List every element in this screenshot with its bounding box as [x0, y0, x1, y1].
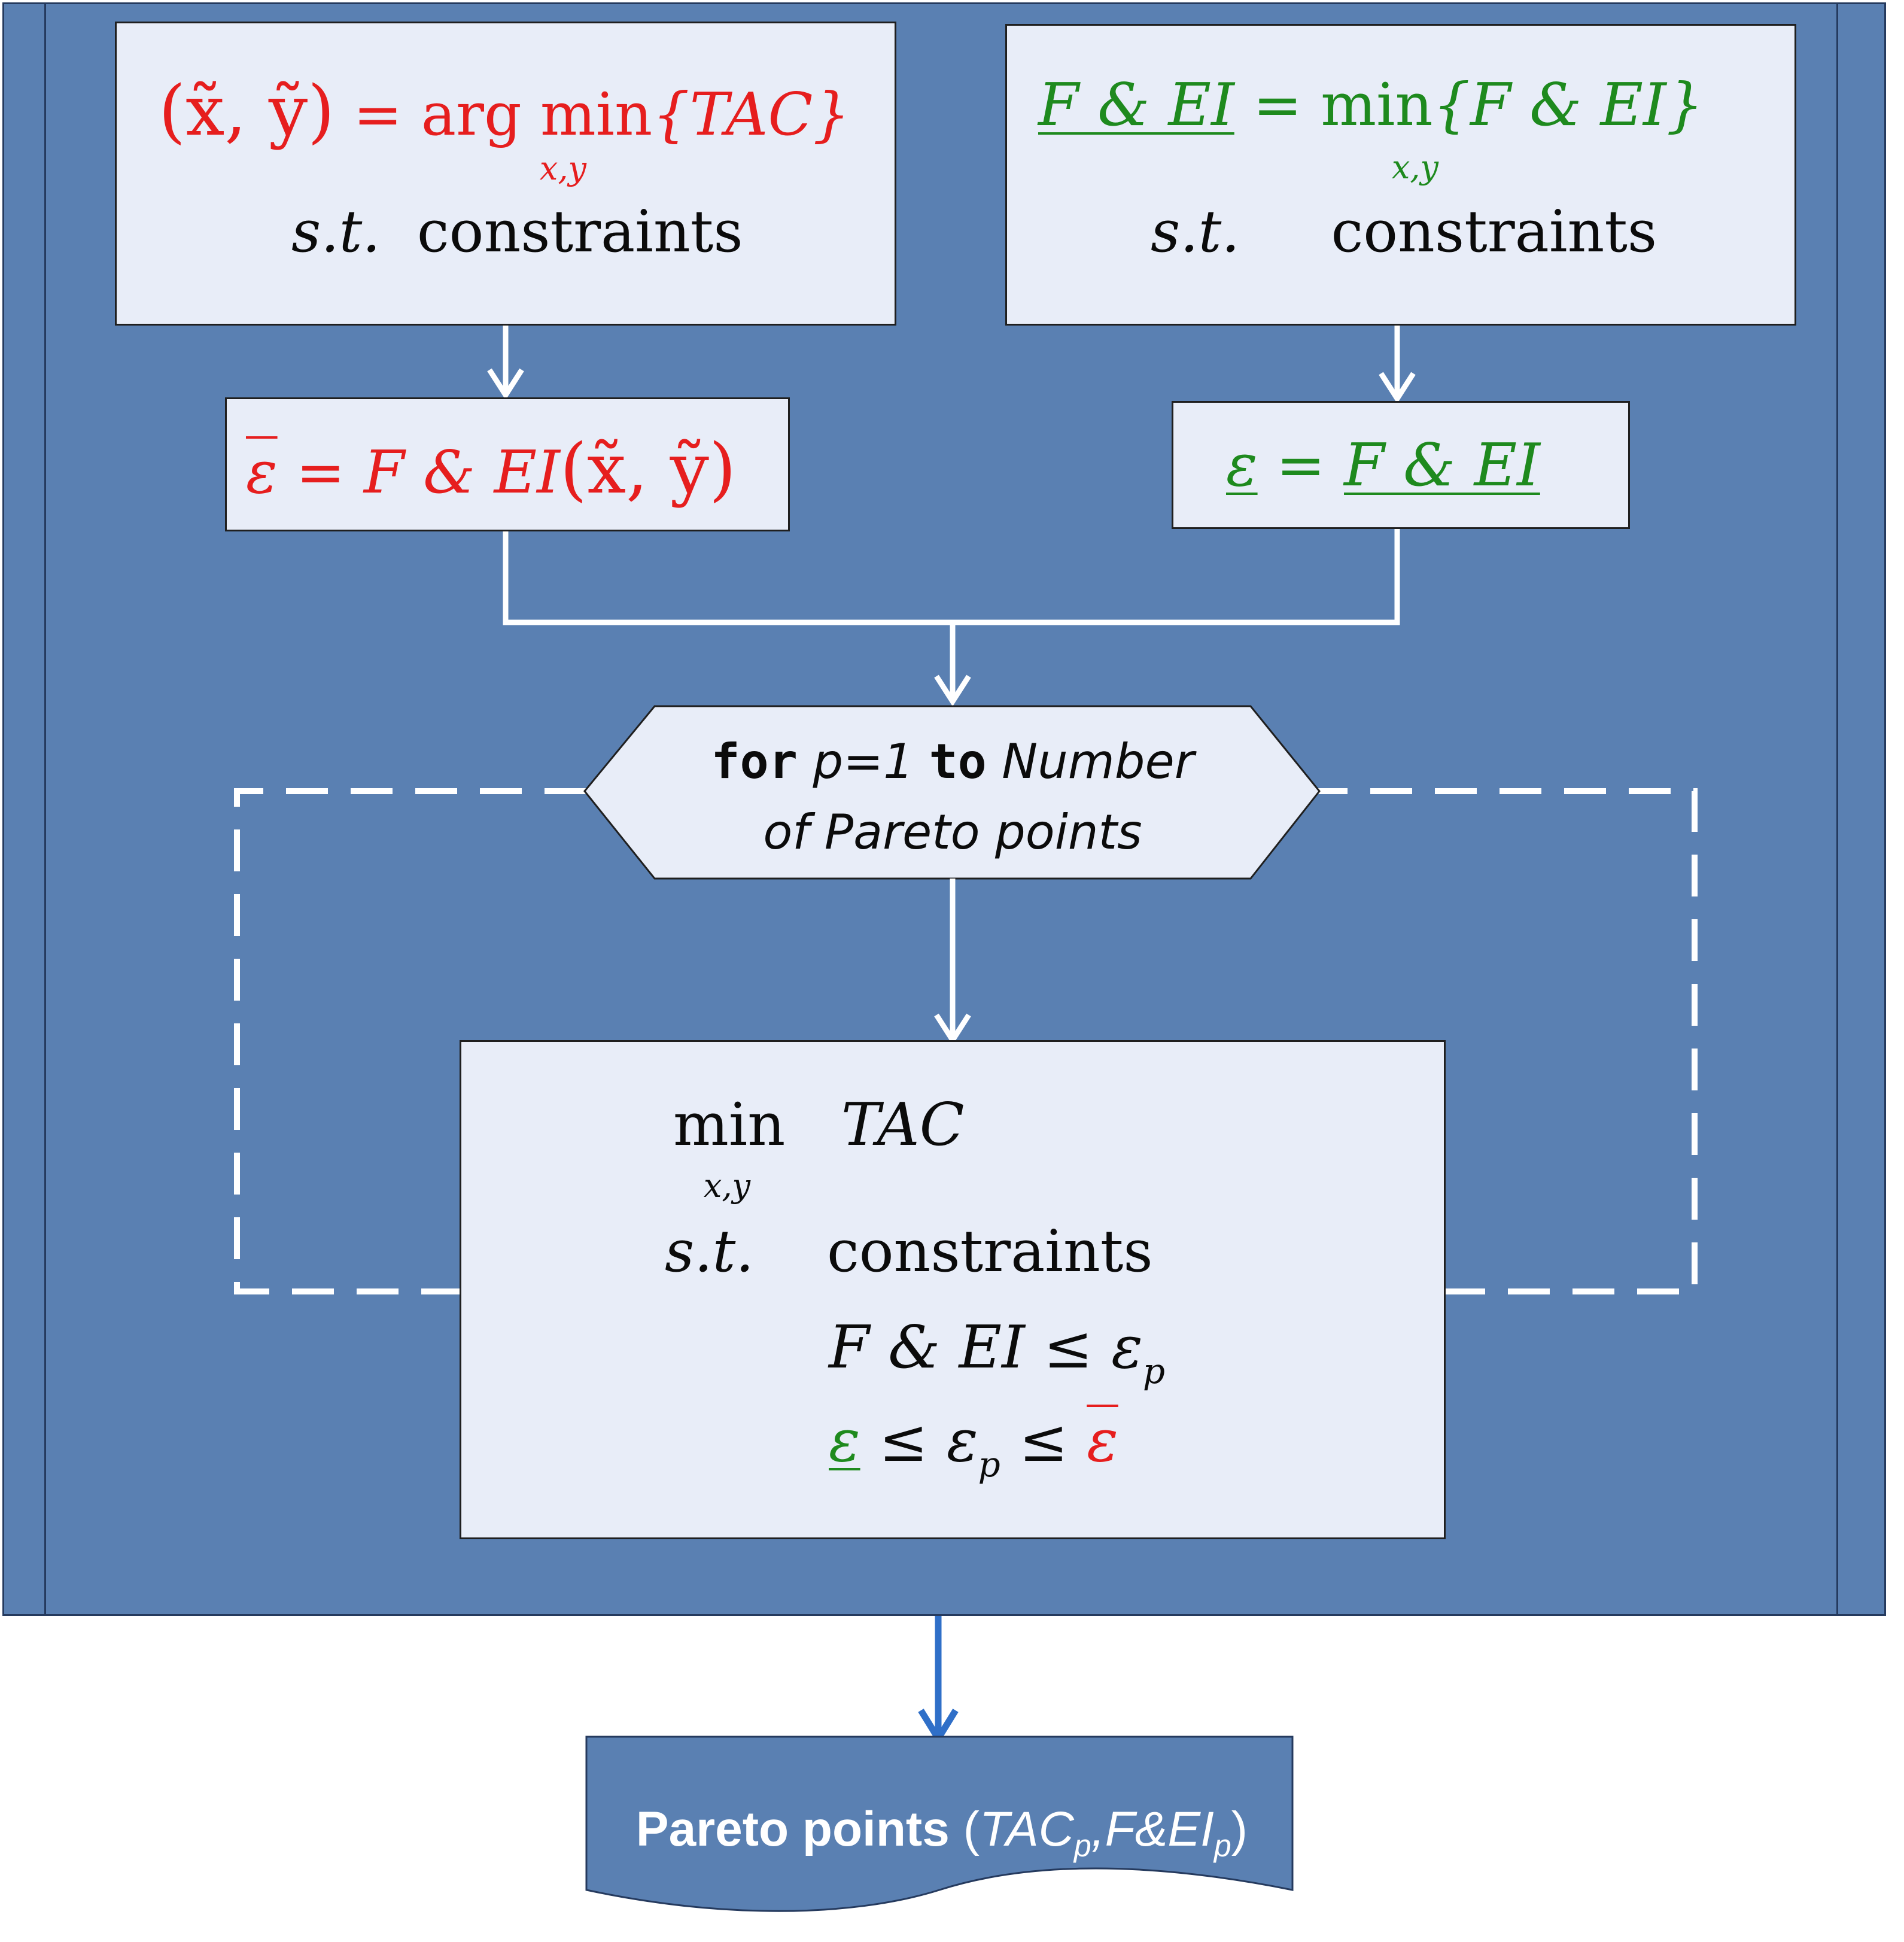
- epsilon-constraint-subproblem-box: min TAC x,y s.t. constraints F & EI ≤ εp…: [460, 1040, 1446, 1539]
- output-document-shape: [585, 1736, 1294, 1912]
- subject-to-label: s.t.: [665, 1218, 754, 1285]
- p-subscript: p: [1142, 1351, 1165, 1391]
- for-keyword: for: [711, 734, 798, 789]
- fei-epsilon-constraint: F & EI ≤ εp: [829, 1318, 1165, 1388]
- leq-sign: ≤: [878, 1407, 928, 1475]
- equals-sign: =: [353, 81, 403, 149]
- to-keyword: to: [929, 734, 987, 789]
- epsilon-p-symbol: ε: [947, 1407, 978, 1475]
- fei-expression: F & EI: [364, 439, 560, 507]
- arrowhead-merge-down: [934, 674, 971, 707]
- initial-fei-optimization-box: F & EI = min{F & EI} x,y s.t. constraint…: [1005, 24, 1796, 326]
- leq-sign: ≤: [1018, 1407, 1069, 1475]
- epsilon-underline-symbol: ε: [1226, 431, 1258, 500]
- fei-objective: {F & EI}: [1432, 71, 1704, 139]
- fei-constraints-line: s.t. constraints: [1151, 203, 1657, 260]
- tac-argmin-line: (x̃, ỹ) = arg min{TAC}: [159, 77, 850, 147]
- pareto-points-label: Pareto points: [635, 1802, 950, 1856]
- tac-solution-args: (x̃, ỹ): [559, 429, 737, 509]
- subproblem-constraints-line: s.t. constraints: [665, 1223, 1153, 1280]
- equals-sign: =: [296, 439, 345, 507]
- loop-bound-word: Number: [1002, 734, 1194, 789]
- arrowhead-left-down: [487, 368, 524, 400]
- loop-header-line-2: of Pareto points: [763, 804, 1142, 860]
- fei-p-subscript: p: [1213, 1828, 1231, 1864]
- loop-dashed-line: [234, 788, 1698, 1294]
- tac-objective: TAC: [841, 1091, 965, 1159]
- comma-separator: ,: [1091, 1802, 1105, 1856]
- tac-p-subscript: p: [1073, 1828, 1091, 1864]
- fei-min-line: F & EI = min{F & EI}: [1038, 76, 1704, 135]
- subproblem-objective-line: min TAC: [673, 1096, 965, 1154]
- min-operator: min: [1321, 71, 1433, 139]
- epsilon-upper-expression: ε = F & EI(x̃, ỹ): [246, 434, 736, 507]
- subject-to-label: s.t.: [1151, 198, 1240, 265]
- epsilon-lower-expression: ε = F & EI: [1226, 436, 1540, 495]
- epsilon-range-constraint: ε ≤ εp ≤ ε: [829, 1412, 1118, 1482]
- fei-output: F&EI: [1105, 1802, 1214, 1856]
- fei-minimum-value: F & EI: [1344, 431, 1540, 500]
- epsilon-upper-bound-box: ε = F & EI(x̃, ỹ): [225, 397, 790, 531]
- p-subscript: p: [978, 1444, 1000, 1485]
- tac-constraints-line: s.t. constraints: [291, 203, 743, 260]
- merge-connector: [503, 529, 1400, 625]
- min-subscript: x,y: [703, 1167, 751, 1205]
- epsilon-lower-bound-box: ε = F & EI: [1172, 401, 1630, 529]
- constraints-label: constraints: [826, 1218, 1153, 1285]
- initial-tac-optimization-box: (x̃, ỹ) = arg min{TAC} x,y s.t. constrai…: [115, 22, 896, 326]
- loop-header-text: for p=1 to Number of Pareto points: [655, 727, 1251, 868]
- epsilon-p-symbol: ε: [1111, 1314, 1143, 1382]
- argmin-operator: arg min: [421, 81, 653, 149]
- fei-expression: F & EI: [829, 1314, 1025, 1382]
- loop-header-hexagon: [583, 705, 1321, 880]
- constraints-label: constraints: [1331, 198, 1657, 265]
- equals-sign: =: [1252, 71, 1303, 139]
- pareto-points-output-label: Pareto points (TACp,F&EIp): [589, 1801, 1295, 1864]
- open-paren: (: [963, 1802, 980, 1856]
- argmin-subscript: x,y: [539, 150, 587, 187]
- leq-sign: ≤: [1043, 1314, 1093, 1382]
- constraints-label: constraints: [416, 198, 743, 265]
- equals-sign: =: [1276, 431, 1325, 500]
- tac-solution-vars: (x̃, ỹ): [159, 71, 335, 151]
- min-subscript: x,y: [1391, 148, 1439, 186]
- arrowhead-right-down: [1379, 372, 1416, 404]
- subject-to-label: s.t.: [291, 198, 381, 265]
- panel-left-rule: [44, 2, 46, 1616]
- close-paren: ): [1231, 1802, 1248, 1856]
- min-operator: min: [673, 1091, 786, 1159]
- tac-objective: {TAC}: [652, 81, 850, 149]
- epsilon-bar-symbol: ε: [246, 439, 278, 507]
- epsilon-lower-bound: ε: [829, 1407, 860, 1475]
- panel-right-rule: [1836, 2, 1838, 1616]
- epsilon-upper-bound: ε: [1087, 1407, 1118, 1475]
- tac-output: TAC: [979, 1802, 1074, 1856]
- loop-variable: p=1: [813, 734, 914, 789]
- fei-minimum-value: F & EI: [1038, 71, 1234, 139]
- loop-header-line-1: for p=1 to Number: [655, 727, 1251, 797]
